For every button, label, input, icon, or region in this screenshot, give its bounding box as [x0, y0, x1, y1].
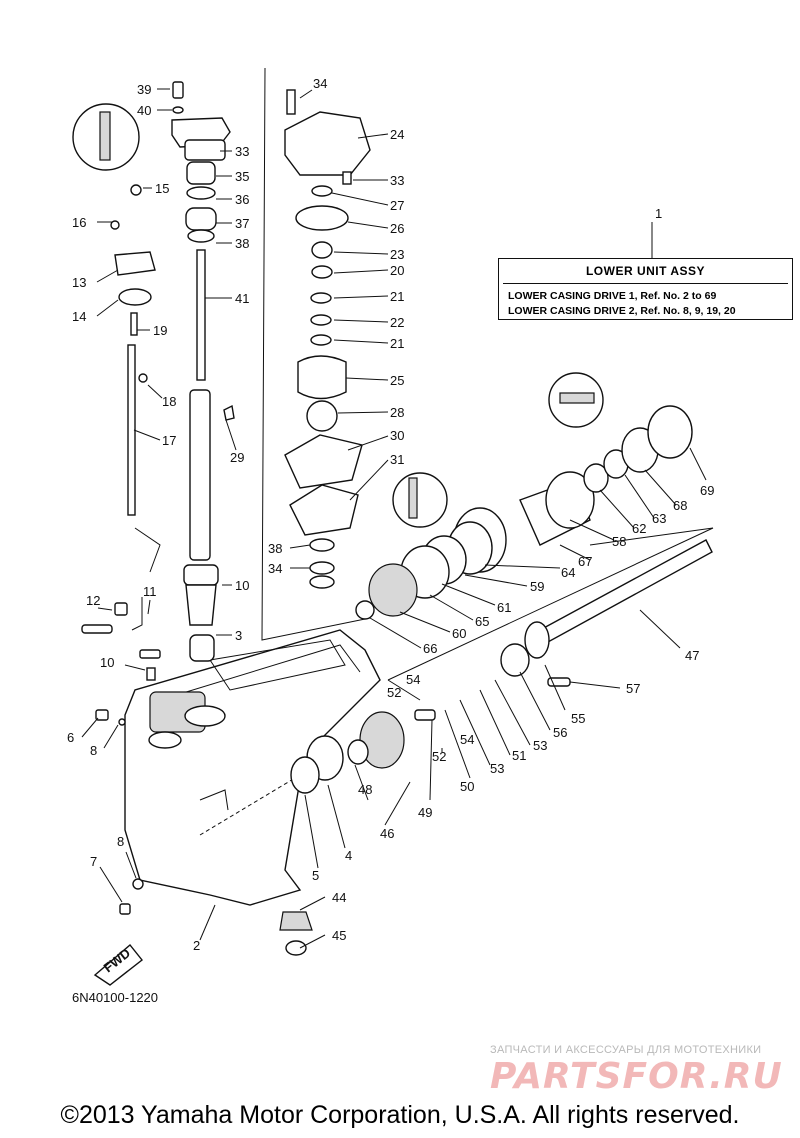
callout-27: 27: [390, 198, 404, 213]
callout-53b: 53: [490, 761, 504, 776]
callout-30: 30: [390, 428, 404, 443]
callout-50: 50: [460, 779, 474, 794]
callout-53a: 53: [533, 738, 547, 753]
callout-31: 31: [390, 452, 404, 467]
callout-63: 63: [652, 511, 666, 526]
callout-17: 17: [162, 433, 176, 448]
callout-8b: 8: [117, 834, 124, 849]
callout-19: 19: [153, 323, 167, 338]
callout-11: 11: [143, 584, 157, 599]
callout-10: 10: [100, 655, 114, 670]
water-pump-parts: [284, 89, 371, 589]
callout-57: 57: [626, 681, 640, 696]
callout-28: 28: [390, 405, 404, 420]
callout-20: 20: [390, 263, 404, 278]
callout-16: 16: [72, 215, 86, 230]
callout-66: 66: [423, 641, 437, 656]
callout-leaders: [81, 88, 707, 949]
callout-60: 60: [452, 626, 466, 641]
callout-9: 10: [235, 578, 249, 593]
callout-56: 56: [553, 725, 567, 740]
callout-48: 47: [685, 648, 699, 663]
callout-37: 36: [235, 192, 249, 207]
callout-58: 58: [612, 534, 626, 549]
callout-26: 26: [390, 221, 404, 236]
callout-14: 14: [72, 309, 86, 324]
callout-43: 41: [235, 291, 249, 306]
callout-38: 37: [235, 216, 249, 231]
callout-4: 4: [345, 848, 352, 863]
callout-7: 7: [90, 854, 97, 869]
callout-45: 45: [332, 928, 346, 943]
callout-46: 46: [380, 826, 394, 841]
callout-5: 5: [312, 868, 319, 883]
callout-24: 24: [390, 127, 404, 142]
callout-54b: 54: [460, 732, 474, 747]
callout-47: 48: [358, 782, 372, 797]
callout-29: 29: [230, 450, 244, 465]
legend-line-drive-2: LOWER CASING DRIVE 2, Ref. No. 8, 9, 19,…: [508, 305, 736, 317]
callout-39: 38: [235, 236, 249, 251]
watermark-subtitle: ЗАПЧАСТИ И АКСЕССУАРЫ ДЛЯ МОТОТЕХНИКИ: [490, 1044, 762, 1056]
callout-42: 40: [137, 103, 151, 118]
callout-68: 68: [673, 498, 687, 513]
callout-54a: 54: [406, 672, 420, 687]
copyright-notice: ©2013 Yamaha Motor Corporation, U.S.A. A…: [60, 1101, 740, 1129]
small-hardware: [81, 373, 235, 915]
lower-casing: [124, 629, 381, 906]
callout-32: 33: [390, 173, 404, 188]
callout-59: 59: [530, 579, 544, 594]
callout-8a: 8: [90, 743, 97, 758]
callout-69: 69: [700, 483, 714, 498]
left-column-parts: [110, 81, 231, 662]
callout-67: 67: [578, 554, 592, 569]
callout-21a: 21: [390, 289, 404, 304]
callout-6: 6: [67, 730, 74, 745]
callout-55: 55: [571, 711, 585, 726]
callout-numbers: 39 40 33 35 36 37 38 41 15 16 13 14 19 1…: [67, 76, 714, 953]
legend-divider: [503, 283, 788, 284]
callout-36: 35: [235, 169, 249, 184]
callout-49: 49: [418, 805, 432, 820]
callout-41: 39: [137, 82, 151, 97]
detail-bubbles: [72, 103, 604, 528]
callout-52a: 52: [387, 685, 401, 700]
callout-34: 33: [235, 144, 249, 159]
diagram-code: 6N40100-1220: [72, 990, 159, 1005]
callout-65: 65: [475, 614, 489, 629]
outline-lines: [134, 67, 714, 701]
legend-box: LOWER UNIT ASSY LOWER CASING DRIVE 1, Re…: [498, 258, 793, 320]
callout-64: 64: [561, 565, 575, 580]
callout-1: 1: [655, 206, 662, 221]
legend-title: LOWER UNIT ASSY: [585, 264, 706, 278]
watermark-logo: PARTSFOR.RU: [490, 1056, 783, 1097]
legend-line-drive-1: LOWER CASING DRIVE 1, Ref. No. 2 to 69: [508, 290, 717, 302]
callout-62: 62: [632, 521, 646, 536]
fwd-arrow: FWD: [93, 943, 143, 986]
callout-61: 61: [497, 600, 511, 615]
callout-23: 23: [390, 247, 404, 262]
callout-44: 44: [332, 890, 346, 905]
propeller-shaft-parts: [279, 405, 713, 956]
callout-3: 3: [235, 628, 242, 643]
callout-13: 13: [72, 275, 86, 290]
callout-35: 34: [268, 561, 282, 576]
callout-2: 2: [193, 938, 200, 953]
callout-15: 15: [155, 181, 169, 196]
callout-22: 22: [390, 315, 404, 330]
callout-12: 12: [86, 593, 100, 608]
callout-33: 34: [313, 76, 327, 91]
callout-51: 51: [512, 748, 526, 763]
callout-21b: 21: [390, 336, 404, 351]
callout-25: 25: [390, 373, 404, 388]
callout-18: 18: [162, 394, 176, 409]
callout-40: 38: [268, 541, 282, 556]
callout-52b: 52: [432, 749, 446, 764]
